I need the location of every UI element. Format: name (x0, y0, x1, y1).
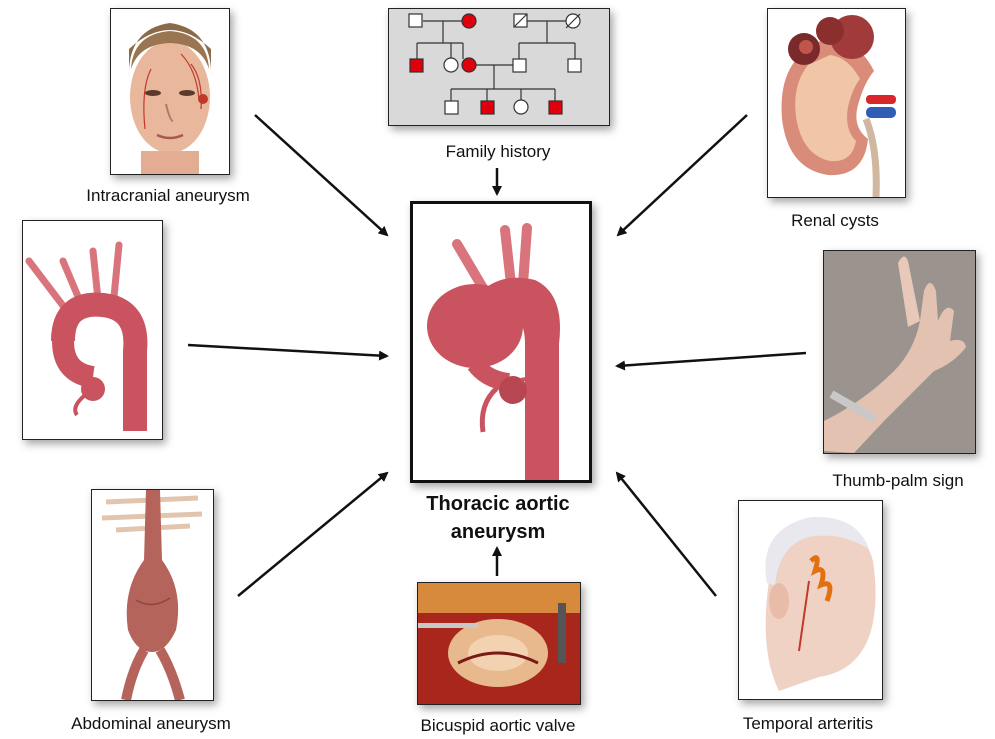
thoracic-aorta-illustration (413, 204, 589, 480)
pedigree-female-affected (461, 13, 477, 29)
thoracic-aorta-box (410, 201, 592, 483)
family-history-panel (388, 8, 610, 126)
renal-panel (767, 8, 906, 198)
center-title-line2: aneurysm (450, 521, 546, 543)
caption-abdominal: Abdominal aneurysm (71, 714, 231, 733)
abdominal-aorta-illustration (92, 490, 213, 700)
arrow-arch (187, 343, 389, 361)
arrow-thumb (615, 351, 807, 371)
kidney-illustration (768, 9, 905, 197)
caption-intracranial: Intracranial aneurysm (86, 186, 250, 205)
aortic-arch-panel (22, 220, 163, 440)
thumb-panel (823, 250, 976, 454)
caption-renal: Renal cysts (791, 211, 879, 230)
caption-temporal: Temporal arteritis (742, 714, 874, 733)
center-title: Thoracic aortic aneurysm (390, 490, 606, 546)
bicuspid-valve-photo (418, 583, 580, 704)
caption-bicuspid: Bicuspid aortic valve (420, 716, 576, 735)
temporal-panel (738, 500, 883, 700)
pedigree-male (408, 13, 423, 28)
thumb-palm-photo (824, 251, 975, 453)
aortic-arch-illustration (23, 221, 162, 439)
temporal-arteritis-illustration (739, 501, 882, 699)
abdominal-panel (91, 489, 214, 701)
arrow-temporal (615, 471, 717, 597)
bicuspid-panel (417, 582, 581, 705)
caption-thumb: Thumb-palm sign (832, 471, 964, 490)
pedigree-chart (389, 9, 609, 125)
arrow-intracranial (254, 114, 389, 237)
intracranial-panel (110, 8, 230, 175)
arrow-abdominal (237, 471, 389, 597)
arrow-renal (616, 114, 748, 237)
center-title-line1: Thoracic aortic (426, 493, 570, 515)
caption-family: Family history (445, 142, 551, 161)
face-illustration (111, 9, 229, 174)
